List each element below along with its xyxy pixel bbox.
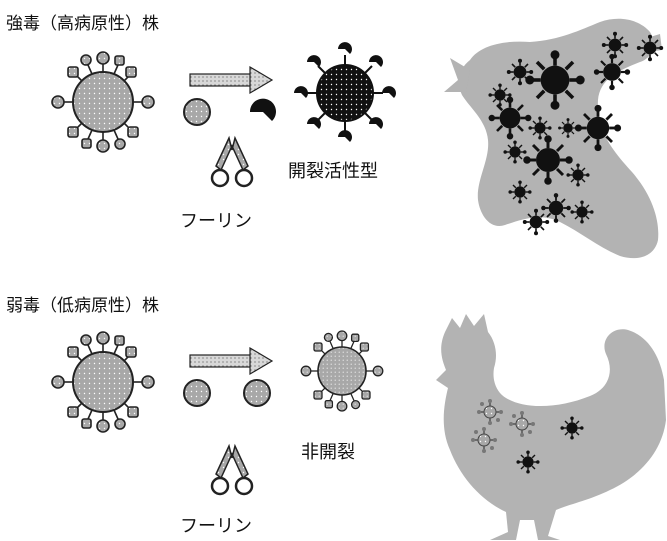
weak-intact-virus-icon — [52, 332, 154, 432]
strong-cleaved-fragment-black-icon — [250, 99, 276, 121]
weak-intact-virus-result-icon — [301, 331, 383, 411]
weak-arrow-icon — [190, 348, 272, 374]
strong-scissors-icon — [212, 138, 252, 186]
weak-fragment-right-icon — [244, 380, 270, 406]
strong-intact-virus-icon — [52, 52, 154, 152]
weak-chicken-silhouette-icon — [436, 314, 666, 540]
weak-scissors-icon — [212, 446, 252, 494]
strong-active-virus-icon — [294, 42, 396, 142]
strong-arrow-icon — [190, 67, 272, 93]
strong-cleaved-fragment-gray-icon — [184, 99, 210, 125]
weak-fragment-left-icon — [184, 380, 210, 406]
